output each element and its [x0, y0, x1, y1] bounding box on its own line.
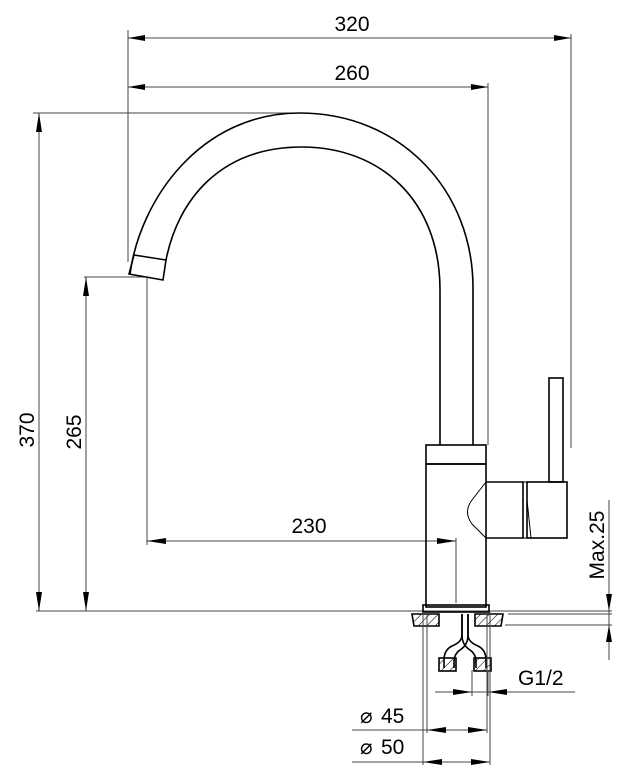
dimension-370-label: 370 — [16, 412, 39, 447]
aerator — [128, 254, 167, 281]
dimension-d50: ⌀ 50 — [352, 612, 491, 765]
fitting-left — [438, 657, 457, 672]
body-collar — [425, 444, 487, 465]
countertop-section-left — [411, 613, 440, 627]
spout-outer — [129, 112, 474, 445]
countertop-section-right — [474, 613, 504, 627]
dimension-265-label: 265 — [63, 414, 86, 449]
dimension-265: 265 — [63, 276, 145, 611]
fitting-right — [473, 657, 492, 672]
body-cylinder — [425, 463, 487, 608]
dimension-g12: G1/2 — [435, 667, 575, 696]
handle-lever — [548, 377, 564, 483]
handle-base — [526, 481, 568, 539]
faucet — [128, 112, 568, 672]
dimension-260: 260 — [128, 62, 489, 445]
dimension-370: 370 — [16, 112, 290, 611]
cartridge-housing — [486, 481, 524, 539]
body-transition — [467, 481, 487, 539]
dimension-g12-label: G1/2 — [518, 667, 564, 690]
dimension-d45-symbol: ⌀ — [360, 705, 373, 728]
hose-right-outer — [467, 614, 487, 668]
dimension-230: 230 — [146, 278, 457, 603]
dimension-d45-label: 45 — [381, 705, 404, 728]
dimension-260-label: 260 — [334, 62, 369, 85]
dimension-max25-label: Max.25 — [586, 511, 609, 580]
spout-inner — [165, 146, 441, 445]
dimension-320-label: 320 — [334, 13, 369, 36]
handle-gap — [523, 481, 532, 539]
dimension-d50-label: 50 — [381, 736, 404, 759]
dimension-max25: Max.25 — [505, 500, 612, 660]
dimension-d50-symbol: ⌀ — [360, 736, 373, 759]
dimension-320: 320 — [127, 13, 572, 448]
base-flange — [422, 604, 490, 613]
dimension-d45: ⌀ 45 — [352, 612, 488, 733]
dimension-230-label: 230 — [291, 515, 326, 538]
